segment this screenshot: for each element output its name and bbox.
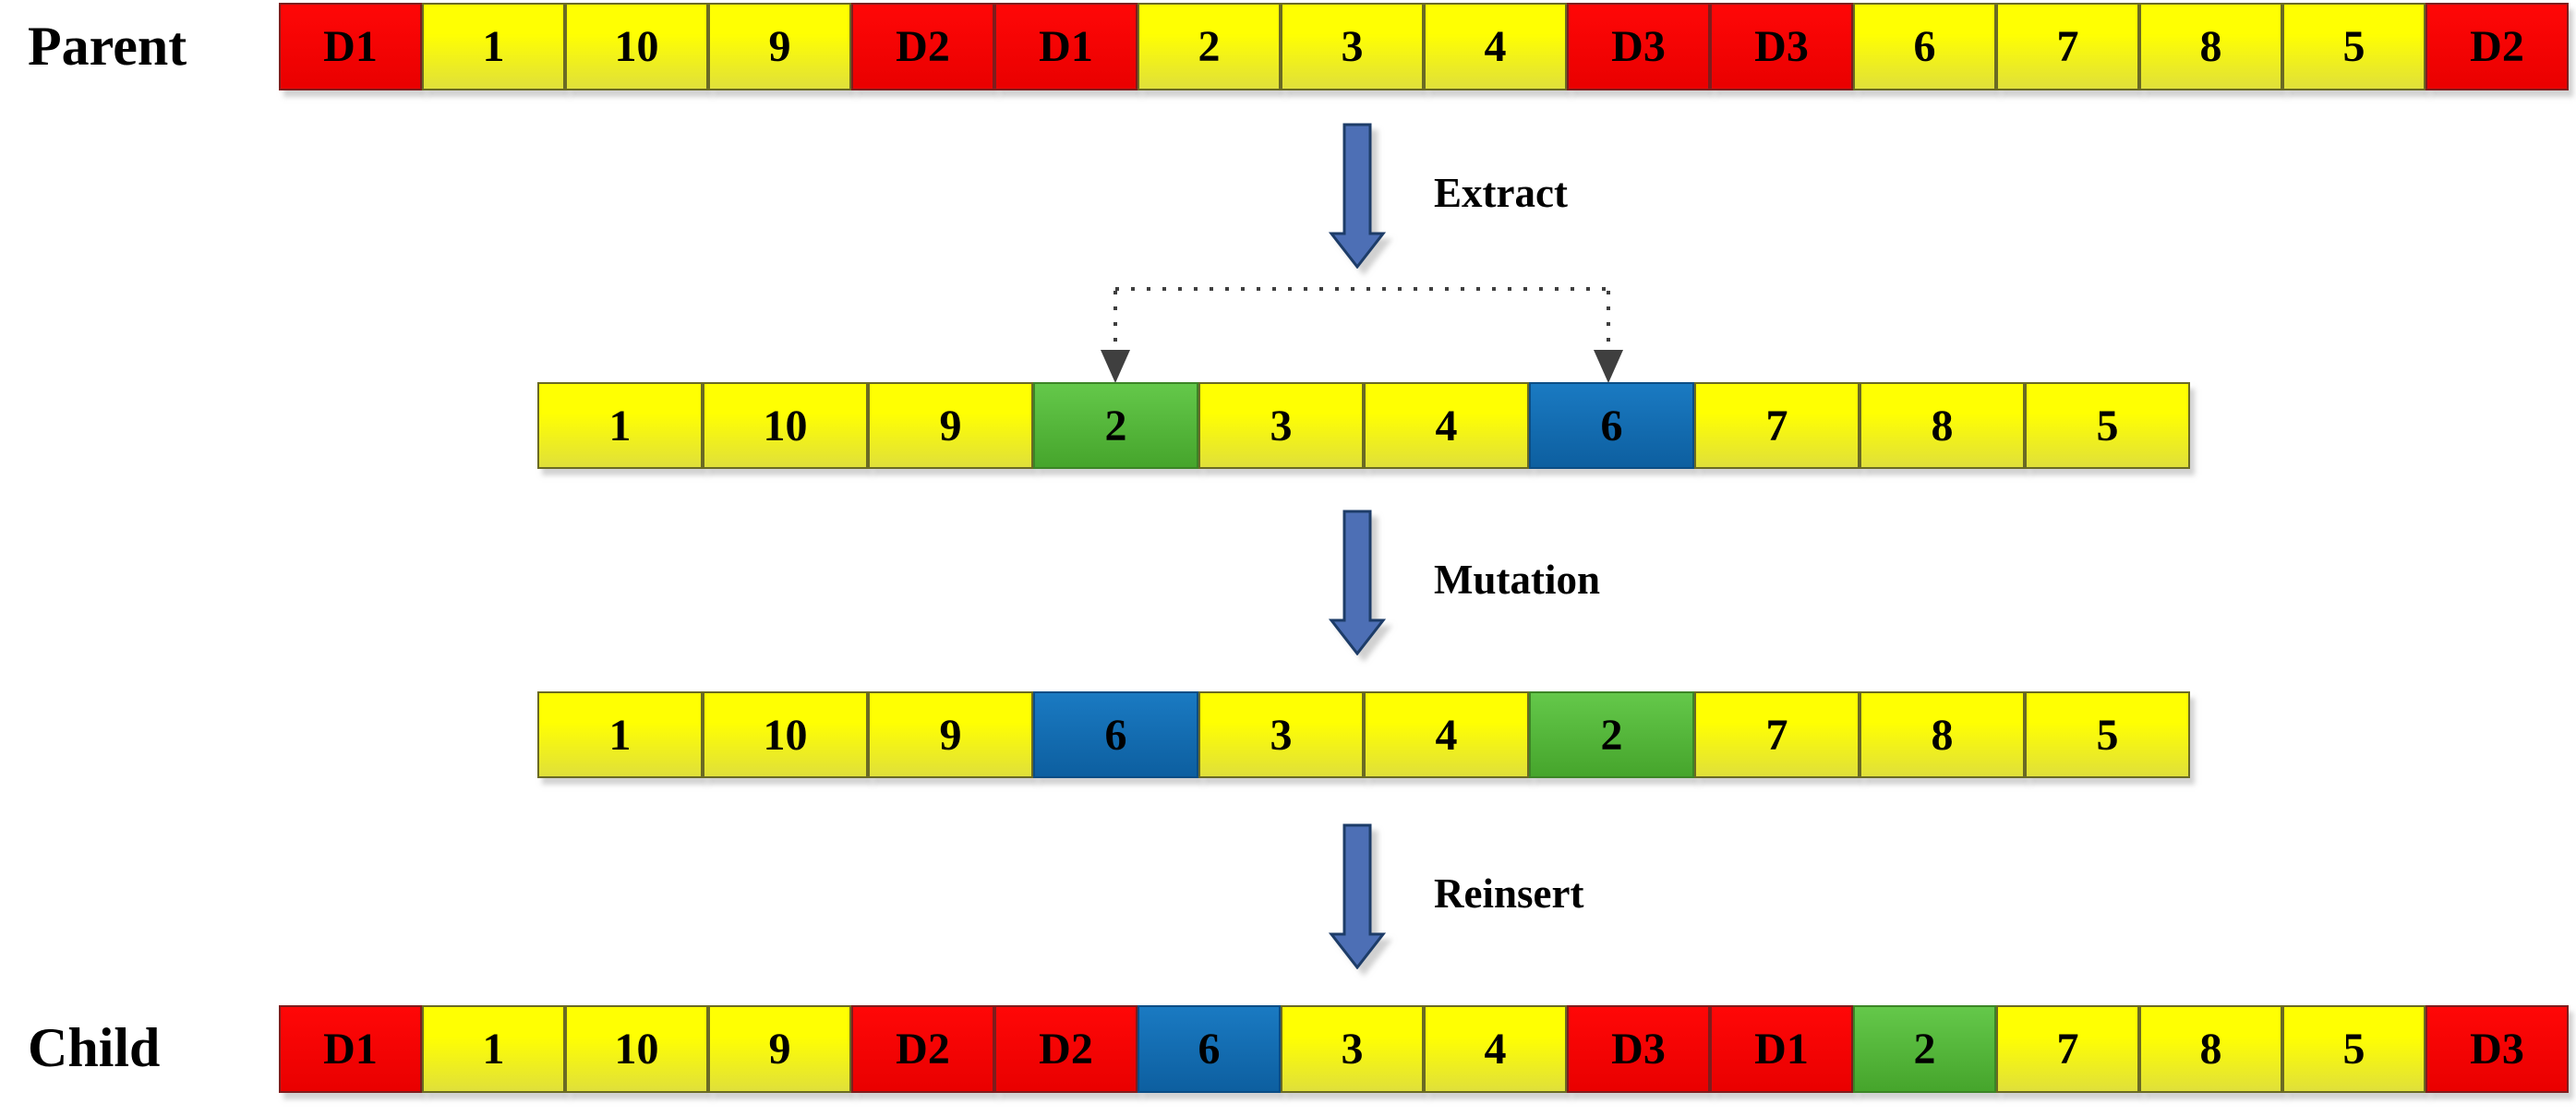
chromosome-cell-d2: D2 (851, 1005, 994, 1093)
chromosome-cell-3: 3 (1281, 1005, 1424, 1093)
chromosome-cell-1: 1 (422, 1005, 565, 1093)
chromosome-cell-9: 9 (868, 382, 1033, 469)
connector-arrowhead-icon (1101, 350, 1130, 383)
chromosome-cell-8: 8 (1860, 691, 2025, 778)
extraction-connector-right-drop (1607, 291, 1610, 350)
chromosome-cell-1: 1 (537, 382, 703, 469)
chromosome-cell-10: 10 (565, 3, 708, 90)
mutation-down-arrow-icon (1329, 510, 1386, 655)
reinsert-down-arrow-icon (1329, 823, 1386, 969)
chromosome-cell-3: 3 (1281, 3, 1424, 90)
extraction-connector-horizontal (1115, 287, 1610, 291)
connector-arrowhead-icon (1594, 350, 1623, 383)
chromosome-cell-6: 6 (1033, 691, 1198, 778)
chromosome-cell-6: 6 (1138, 1005, 1281, 1093)
extract-down-arrow-icon (1329, 123, 1386, 269)
chromosome-cell-d3: D3 (1710, 3, 1853, 90)
chromosome-cell-6: 6 (1853, 3, 1996, 90)
chromosome-cell-d1: D1 (994, 3, 1138, 90)
chromosome-cell-6: 6 (1529, 382, 1694, 469)
chromosome-cell-2: 2 (1138, 3, 1281, 90)
chromosome-cell-9: 9 (708, 3, 851, 90)
chromosome-cell-4: 4 (1364, 691, 1529, 778)
chromosome-cell-d2: D2 (2426, 3, 2569, 90)
chromosome-cell-9: 9 (708, 1005, 851, 1093)
chromosome-cell-d1: D1 (279, 3, 422, 90)
chromosome-cell-7: 7 (1694, 382, 1860, 469)
chromosome-cell-4: 4 (1424, 3, 1567, 90)
chromosome-cell-10: 10 (565, 1005, 708, 1093)
extraction-connector-left-drop (1113, 291, 1117, 350)
chromosome-cell-8: 8 (2139, 1005, 2282, 1093)
chromosome-cell-2: 2 (1853, 1005, 1996, 1093)
chromosome-cell-1: 1 (422, 3, 565, 90)
chromosome-cell-d3: D3 (2426, 1005, 2569, 1093)
chromosome-cell-2: 2 (1033, 382, 1198, 469)
chromosome-cell-10: 10 (703, 382, 868, 469)
chromosome-cell-2: 2 (1529, 691, 1694, 778)
chromosome-cell-8: 8 (2139, 3, 2282, 90)
chromosome-cell-d1: D1 (1710, 1005, 1853, 1093)
chromosome-cell-d2: D2 (994, 1005, 1138, 1093)
chromosome-cell-7: 7 (1996, 3, 2139, 90)
chromosome-cell-d1: D1 (279, 1005, 422, 1093)
chromosome-cell-7: 7 (1996, 1005, 2139, 1093)
child-row-label: Child (28, 1017, 161, 1078)
chromosome-cell-5: 5 (2025, 382, 2190, 469)
chromosome-cell-10: 10 (703, 691, 868, 778)
chromosome-cell-d3: D3 (1567, 1005, 1710, 1093)
chromosome-cell-3: 3 (1198, 691, 1364, 778)
extract-step-label: Extract (1434, 170, 1568, 216)
chromosome-cell-5: 5 (2282, 3, 2426, 90)
chromosome-cell-3: 3 (1198, 382, 1364, 469)
chromosome-cell-9: 9 (868, 691, 1033, 778)
chromosome-cell-4: 4 (1424, 1005, 1567, 1093)
chromosome-cell-8: 8 (1860, 382, 2025, 469)
chromosome-cell-5: 5 (2025, 691, 2190, 778)
chromosome-cell-d2: D2 (851, 3, 994, 90)
mutation-step-label: Mutation (1434, 557, 1600, 603)
chromosome-cell-7: 7 (1694, 691, 1860, 778)
chromosome-cell-1: 1 (537, 691, 703, 778)
chromosome-cell-d3: D3 (1567, 3, 1710, 90)
chromosome-cell-5: 5 (2282, 1005, 2426, 1093)
chromosome-cell-4: 4 (1364, 382, 1529, 469)
reinsert-step-label: Reinsert (1434, 870, 1584, 917)
parent-row-label: Parent (28, 16, 187, 77)
